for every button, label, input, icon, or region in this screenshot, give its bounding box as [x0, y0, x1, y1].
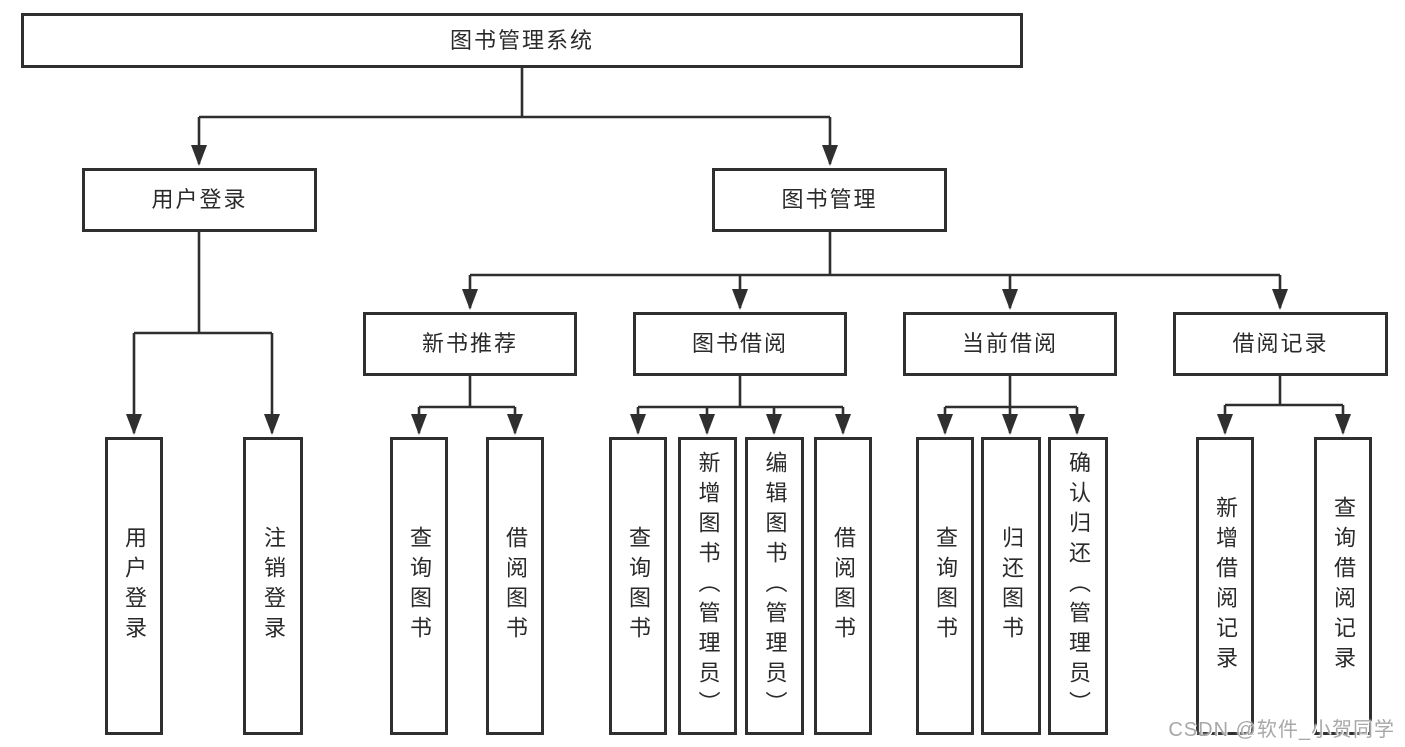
node-library-system: 图书管理系统	[21, 13, 1023, 68]
node-user-login: 用户登录	[82, 168, 317, 232]
node-current-borrowing: 当前借阅	[903, 312, 1117, 376]
node-query-books: 查询图书	[390, 437, 448, 735]
node-confirm-return-admin: 确认归还（管理员）	[1048, 437, 1108, 735]
node-book-management: 图书管理	[712, 168, 947, 232]
node-query-books: 查询图书	[609, 437, 667, 735]
node-query-books: 查询图书	[916, 437, 974, 735]
node-add-borrow-record: 新增借阅记录	[1196, 437, 1254, 735]
node-edit-books-admin: 编辑图书（管理员）	[745, 437, 804, 735]
node-user-login-leaf: 用户登录	[105, 437, 163, 735]
node-borrowing-records: 借阅记录	[1173, 312, 1388, 376]
node-add-books-admin: 新增图书（管理员）	[678, 437, 737, 735]
node-borrow-books: 借阅图书	[814, 437, 872, 735]
node-query-borrow-record: 查询借阅记录	[1314, 437, 1372, 735]
node-borrow-books: 借阅图书	[486, 437, 544, 735]
node-book-borrowing: 图书借阅	[633, 312, 847, 376]
node-logout-leaf: 注销登录	[243, 437, 303, 735]
node-new-book-recommendation: 新书推荐	[363, 312, 577, 376]
node-return-books: 归还图书	[981, 437, 1041, 735]
